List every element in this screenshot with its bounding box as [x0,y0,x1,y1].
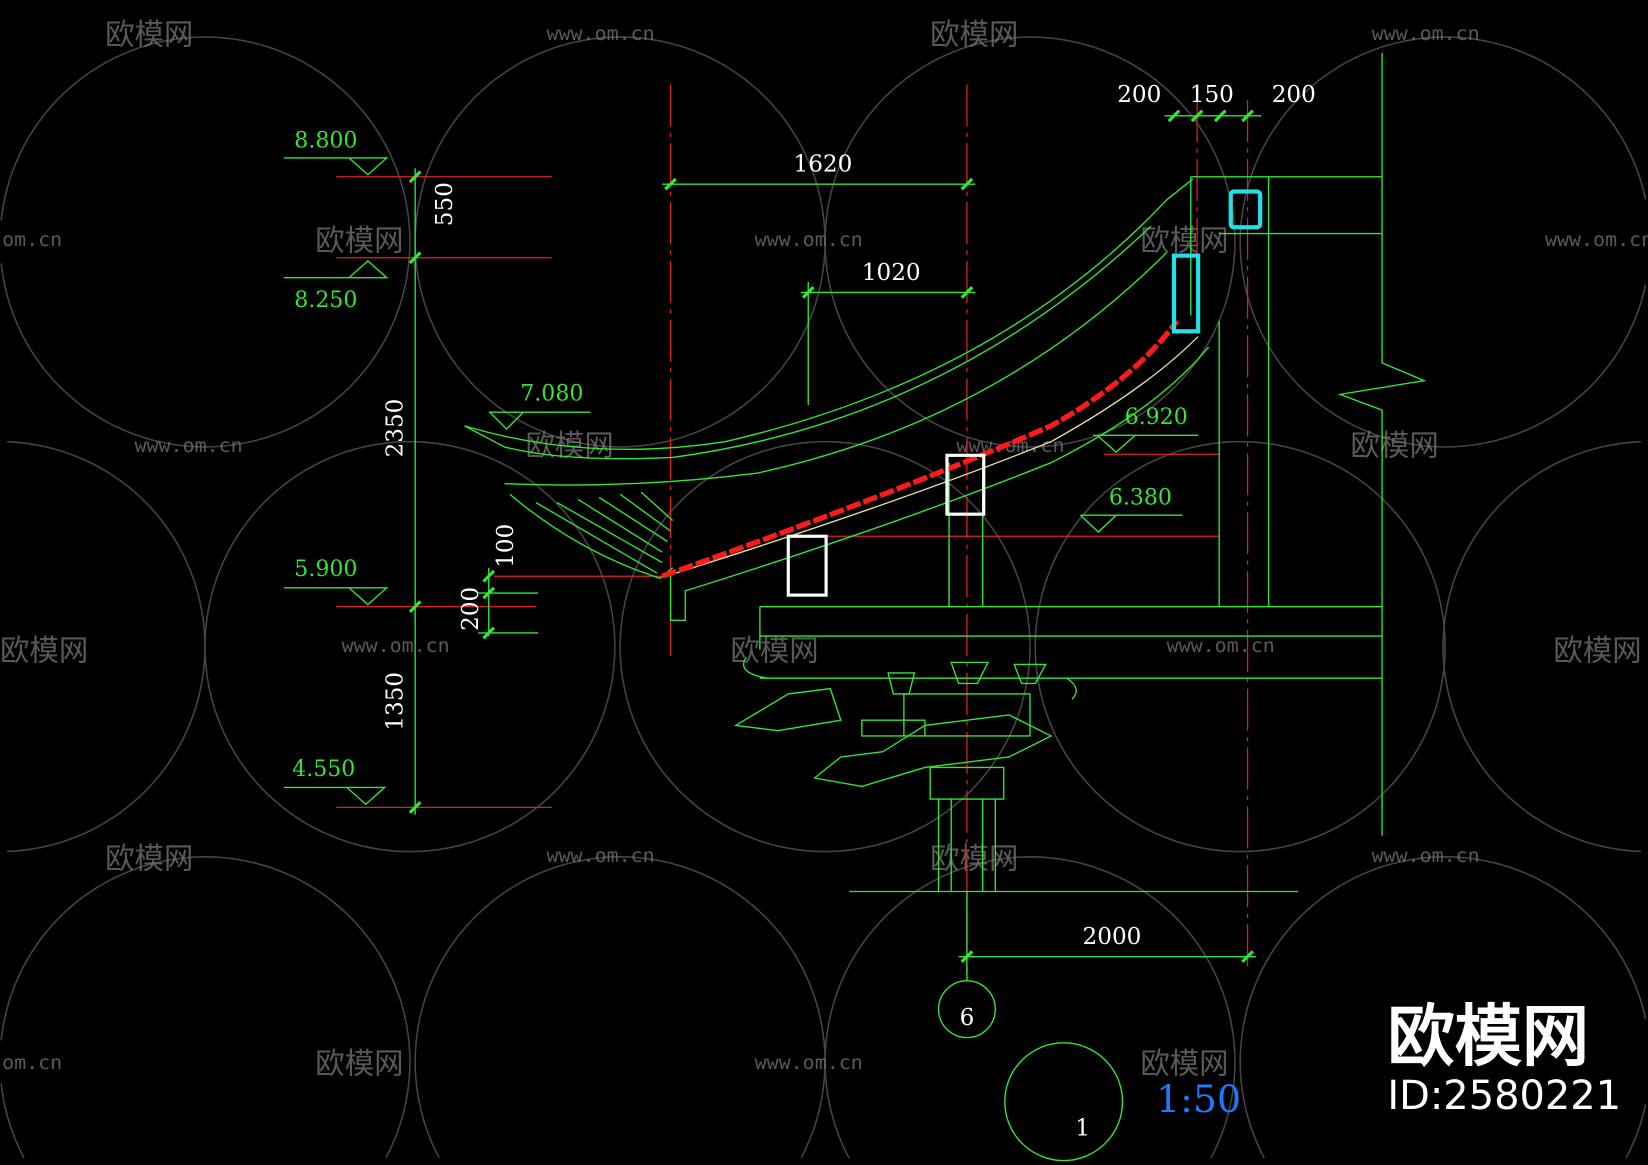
dim-2000: 2000 [1083,924,1142,950]
watermark-brand: 欧模网 [1351,428,1439,462]
elevation-label: 7.080 [520,382,583,407]
elevation-label: 6.380 [1109,486,1172,511]
watermark-url: www.om.cn [956,433,1064,457]
dim-100: 100 [493,524,519,568]
watermark-circle [414,856,826,1159]
elevation-markers: 8.800 8.250 7.080 6.920 6.380 5.900 4.55… [283,128,1199,806]
watermark-url: www.om.cn [342,633,450,657]
watermark-brand: 欧模网 [1140,223,1228,257]
watermark-circle [1034,440,1446,853]
watermark-pattern [0,36,1647,1159]
watermark-url: om.cn [2,1050,62,1074]
watermark-circle [7,440,206,853]
watermark-circle [0,856,411,1159]
elevation-label: 5.900 [294,557,357,582]
rafter-axis [661,319,1180,579]
watermark-brand: 欧模网 [0,633,88,667]
watermark-logo-text: 欧模网 [1387,998,1589,1076]
watermark-url: www.om.cn [1372,843,1480,867]
beams [786,189,1263,597]
watermark-circle [1442,440,1641,853]
watermark-url: www.om.cn [755,1050,863,1074]
dim-150: 150 [1190,82,1234,108]
grid-axis-6: 6 [937,891,996,1039]
watermark-circle [0,36,411,448]
watermark-brand: 欧模网 [315,1046,403,1080]
elevation-label: 8.800 [294,128,357,153]
watermark-url: www.om.cn [547,21,655,45]
watermark-brand: 欧模网 [315,223,403,257]
dim-200: 200 [1117,82,1161,108]
watermark-circle [824,856,1236,1159]
detail-title: 1 1:50 [1004,1042,1241,1162]
dim-1020: 1020 [862,260,921,286]
horizontal-dimensions: 1620 1020 200 150 200 2000 [662,82,1316,964]
watermark-brand: 欧模网 [930,841,1018,875]
grid-axis-label: 6 [960,1005,975,1031]
watermark-brand: 欧模网 [105,17,193,51]
watermark-brand: 欧模网 [1553,633,1641,667]
watermark-circle [1239,36,1647,448]
watermark-texts: 欧模网 www.om.cn 欧模网 www.om.cn om.cn 欧模网 ww… [0,17,1648,1080]
dim-200: 200 [458,587,484,631]
watermark-brand: 欧模网 [105,841,193,875]
watermark-url: www.om.cn [135,433,243,457]
scale-label: 1:50 [1156,1077,1241,1121]
watermark-stamp: 欧模网 ID:2580221 [1387,998,1621,1119]
watermark-url: www.om.cn [1545,227,1648,251]
watermark-url: www.om.cn [755,227,863,251]
watermark-brand: 欧模网 [730,633,818,667]
watermark-url: www.om.cn [1167,633,1275,657]
bracket-set [733,656,1299,893]
elevation-label: 8.250 [294,288,357,313]
dim-1620: 1620 [794,152,853,178]
dim-550: 550 [432,182,458,226]
roof-profile [464,52,1427,836]
watermark-id: ID:2580221 [1387,1073,1621,1119]
watermark-circle [1239,856,1647,1159]
watermark-url: www.om.cn [547,843,655,867]
vertical-dimension: 550 2350 100 200 1350 [383,168,539,815]
watermark-brand: 欧模网 [930,17,1018,51]
watermark-circle [619,440,1031,853]
axis-lines [669,84,1249,973]
detail-number: 1 [1075,1115,1090,1141]
watermark-circle [204,440,616,853]
watermark-circle [824,36,1236,448]
elevation-label: 4.550 [292,757,355,782]
watermark-brand: 欧模网 [1140,1046,1228,1080]
watermark-url: www.om.cn [1372,21,1480,45]
dim-2350: 2350 [383,399,409,458]
elevation-label: 6.920 [1125,405,1188,430]
dim-1350: 1350 [383,672,409,731]
watermark-url: om.cn [2,227,62,251]
dim-200: 200 [1272,82,1316,108]
elevation-lines [336,176,1220,809]
